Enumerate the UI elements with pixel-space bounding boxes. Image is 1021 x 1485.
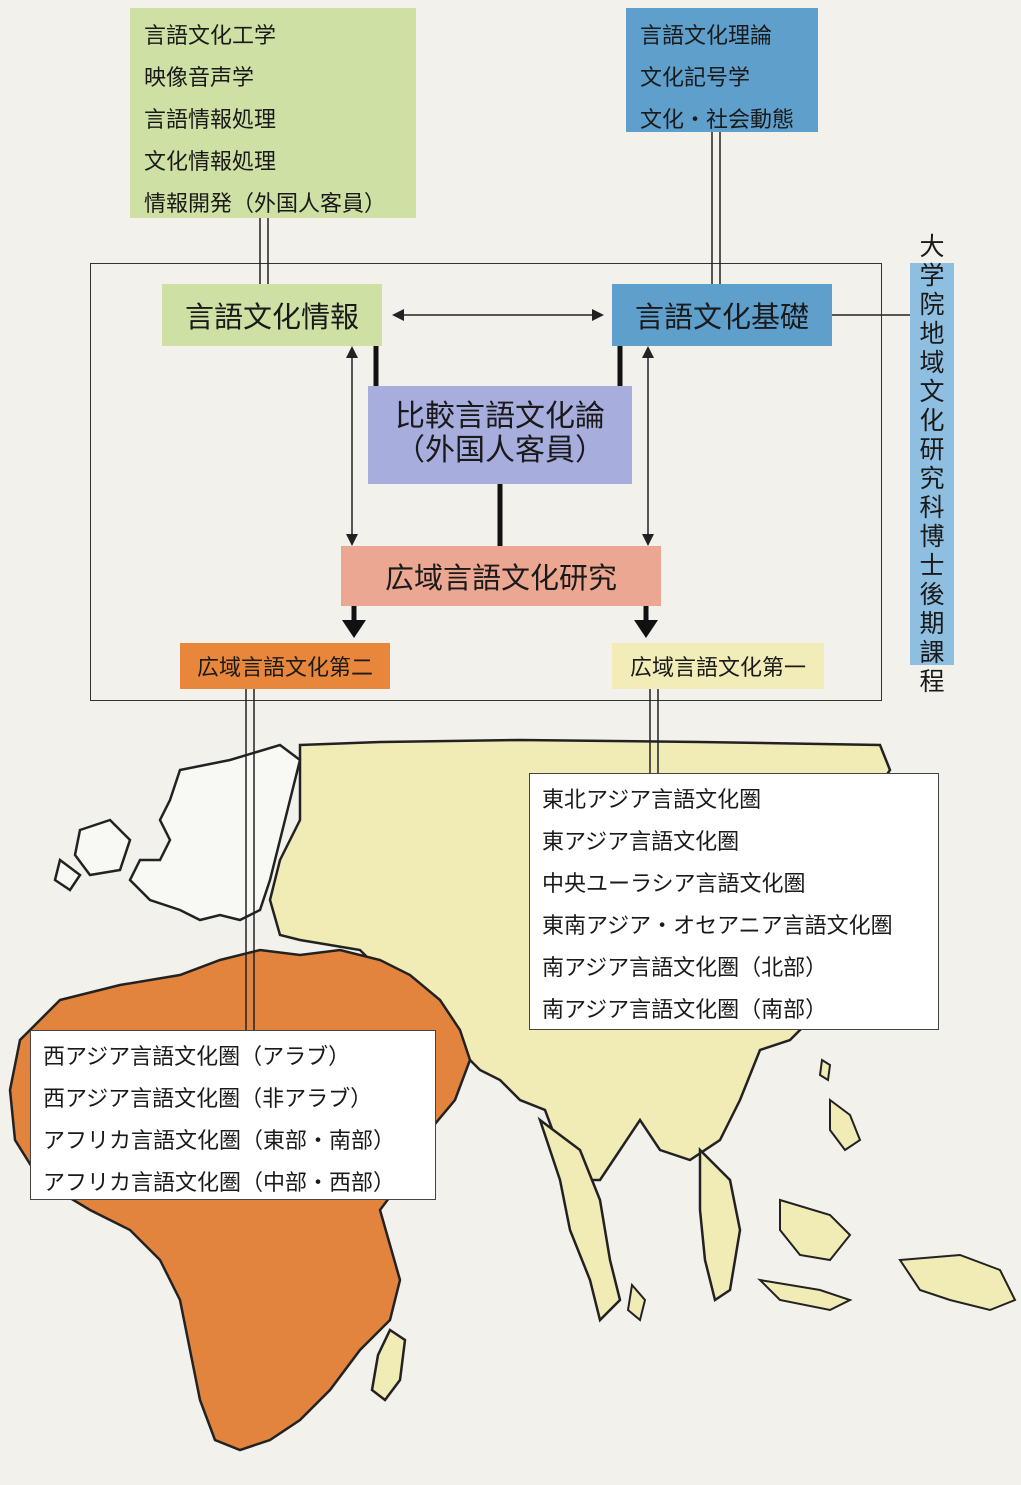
vertical-char: 後 — [919, 580, 945, 609]
list-item: 文化情報処理 — [144, 150, 277, 175]
vertical-char: 程 — [919, 667, 945, 696]
kiso-box: 言語文化基礎 — [612, 284, 832, 346]
dai2-region-list: 西アジア言語文化圏（アラブ） 西アジア言語文化圏（非アラブ） アフリカ言語文化圏… — [30, 1030, 436, 1200]
list-item: 西アジア言語文化圏（アラブ） — [43, 1045, 351, 1070]
vertical-char: 域 — [919, 348, 945, 377]
info-department-list: 言語文化工学 映像音声学 言語情報処理 文化情報処理 情報開発（外国人客員） — [130, 8, 416, 218]
list-item: 東アジア言語文化圏 — [542, 830, 740, 855]
vertical-char: 地 — [919, 319, 945, 348]
list-item: 東北アジア言語文化圏 — [542, 788, 762, 813]
dai1-region-list: 東北アジア言語文化圏 東アジア言語文化圏 中央ユーラシア言語文化圏 東南アジア・… — [529, 773, 939, 1030]
list-item: 文化・社会動態 — [640, 108, 795, 133]
list-item: 言語文化理論 — [640, 24, 773, 49]
dai2-box: 広域言語文化第二 — [180, 643, 390, 689]
list-item: アフリカ言語文化圏（東部・南部） — [43, 1129, 396, 1154]
vertical-char: 期 — [919, 609, 945, 638]
department-frame — [90, 263, 882, 701]
kouiki-box: 広域言語文化研究 — [341, 546, 661, 606]
vertical-char: 化 — [919, 406, 945, 435]
list-item: 西アジア言語文化圏（非アラブ） — [43, 1087, 373, 1112]
vertical-char: 博 — [919, 522, 945, 551]
dai1-box: 広域言語文化第一 — [612, 643, 824, 689]
kiso-department-list: 言語文化理論 文化記号学 文化・社会動態 — [626, 8, 818, 133]
vertical-char: 究 — [919, 464, 945, 493]
list-item: 映像音声学 — [144, 66, 255, 91]
list-item: 情報開発（外国人客員） — [144, 192, 387, 217]
vertical-char: 大 — [919, 232, 945, 261]
vertical-char: 士 — [919, 551, 945, 580]
joho-box: 言語文化情報 — [162, 284, 382, 346]
vertical-char: 課 — [919, 638, 945, 667]
list-item: 中央ユーラシア言語文化圏 — [542, 872, 806, 897]
list-item: 東南アジア・オセアニア言語文化圏 — [542, 914, 893, 939]
list-item: アフリカ言語文化圏（中部・西部） — [43, 1171, 396, 1196]
hikaku-subtitle: （外国人客員） — [395, 433, 605, 468]
list-item: 言語文化工学 — [144, 24, 277, 49]
vertical-char: 研 — [919, 435, 945, 464]
list-item: 南アジア言語文化圏（南部） — [542, 998, 828, 1023]
vertical-char: 文 — [919, 377, 945, 406]
hikaku-title: 比較言語文化論 — [395, 399, 605, 434]
hikaku-box: 比較言語文化論 （外国人客員） — [368, 386, 632, 484]
vertical-char: 科 — [919, 493, 945, 522]
doctoral-course-label: 大 学 院 地 域 文 化 研 究 科 博 士 後 期 課 程 — [910, 232, 954, 696]
vertical-char: 学 — [919, 261, 945, 290]
list-item: 言語情報処理 — [144, 108, 277, 133]
list-item: 文化記号学 — [640, 66, 751, 91]
vertical-char: 院 — [919, 290, 945, 319]
list-item: 南アジア言語文化圏（北部） — [542, 956, 828, 981]
